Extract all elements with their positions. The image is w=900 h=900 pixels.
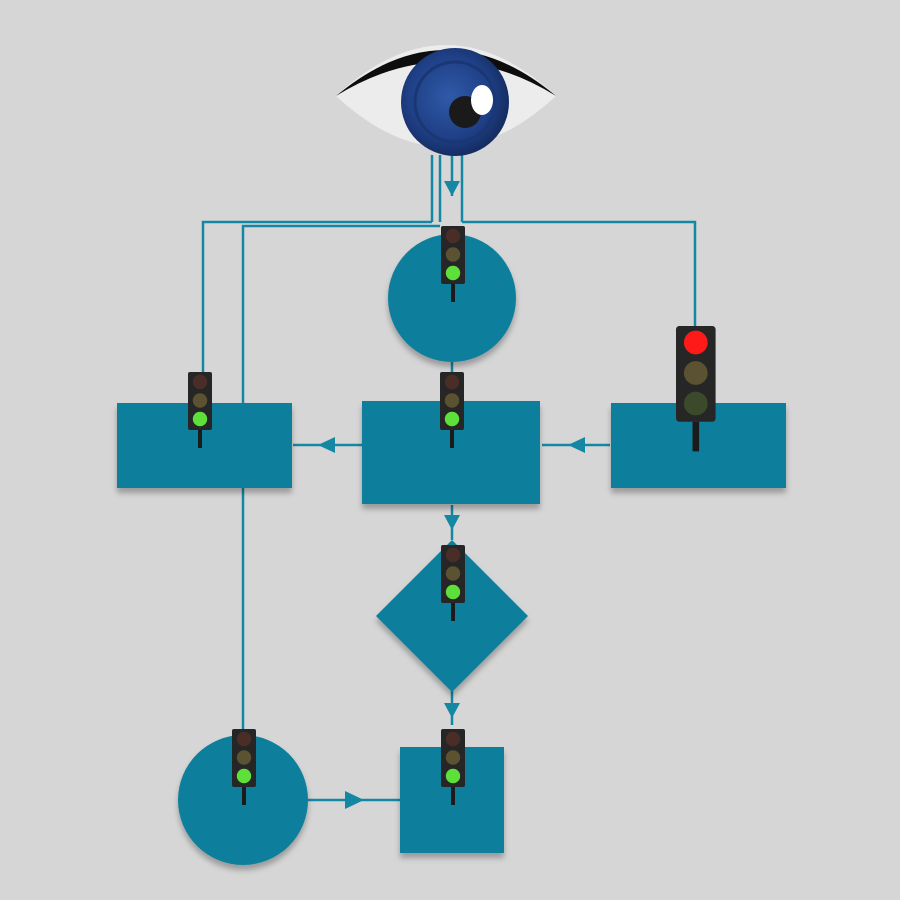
- green-lamp: [192, 411, 208, 427]
- green-lamp: [236, 768, 252, 784]
- signal-pole: [198, 430, 202, 448]
- end-process-traffic-light-icon: [441, 729, 465, 805]
- green-lamp: [445, 768, 461, 784]
- eye-iris-ring: [413, 60, 497, 144]
- connector-eye-to-left-outer: [201, 220, 432, 375]
- yellow-lamp: [444, 393, 460, 408]
- arrow-bottom-circle-to-end: [345, 791, 364, 809]
- traffic-lights: [188, 226, 716, 805]
- decision-traffic-light-icon: [441, 545, 465, 621]
- red-lamp: [683, 330, 708, 355]
- signal-pole: [451, 603, 455, 621]
- arrow-eye-to-circle: [444, 181, 460, 196]
- right-process-traffic-light-icon: [676, 326, 716, 452]
- bottom-circle-traffic-light-icon: [232, 729, 256, 805]
- left-process-traffic-light-icon: [188, 372, 212, 448]
- arrow-right-to-center: [568, 437, 585, 453]
- signal-pole: [450, 430, 454, 448]
- center-process-traffic-light-icon: [440, 372, 464, 448]
- eye-lid: [336, 50, 556, 96]
- arrow-decision-to-end: [444, 703, 460, 718]
- green-lamp: [683, 391, 708, 416]
- arrow-center-to-decision: [444, 515, 460, 530]
- signal-pole: [451, 284, 455, 302]
- yellow-lamp: [236, 750, 252, 765]
- red-lamp: [444, 374, 460, 390]
- start-circle-traffic-light-icon: [441, 226, 465, 302]
- green-lamp: [445, 584, 461, 600]
- yellow-lamp: [192, 393, 208, 408]
- green-lamp: [444, 411, 460, 427]
- arrowheads: [318, 181, 585, 809]
- eye-highlight: [471, 85, 493, 115]
- red-lamp: [445, 547, 461, 563]
- connector-eye-to-left-inner: [241, 224, 440, 405]
- red-lamp: [236, 731, 252, 747]
- signal-pole: [692, 421, 700, 452]
- connector-eye-to-right: [462, 220, 697, 330]
- yellow-lamp: [445, 247, 461, 262]
- yellow-lamp: [445, 750, 461, 765]
- yellow-lamp: [683, 361, 708, 385]
- yellow-lamp: [445, 566, 461, 581]
- red-lamp: [445, 228, 461, 244]
- signal-pole: [451, 787, 455, 805]
- arrow-center-to-left: [318, 437, 335, 453]
- red-lamp: [445, 731, 461, 747]
- red-lamp: [192, 374, 208, 390]
- signal-pole: [242, 787, 246, 805]
- green-lamp: [445, 265, 461, 281]
- eye-icon: [336, 45, 556, 156]
